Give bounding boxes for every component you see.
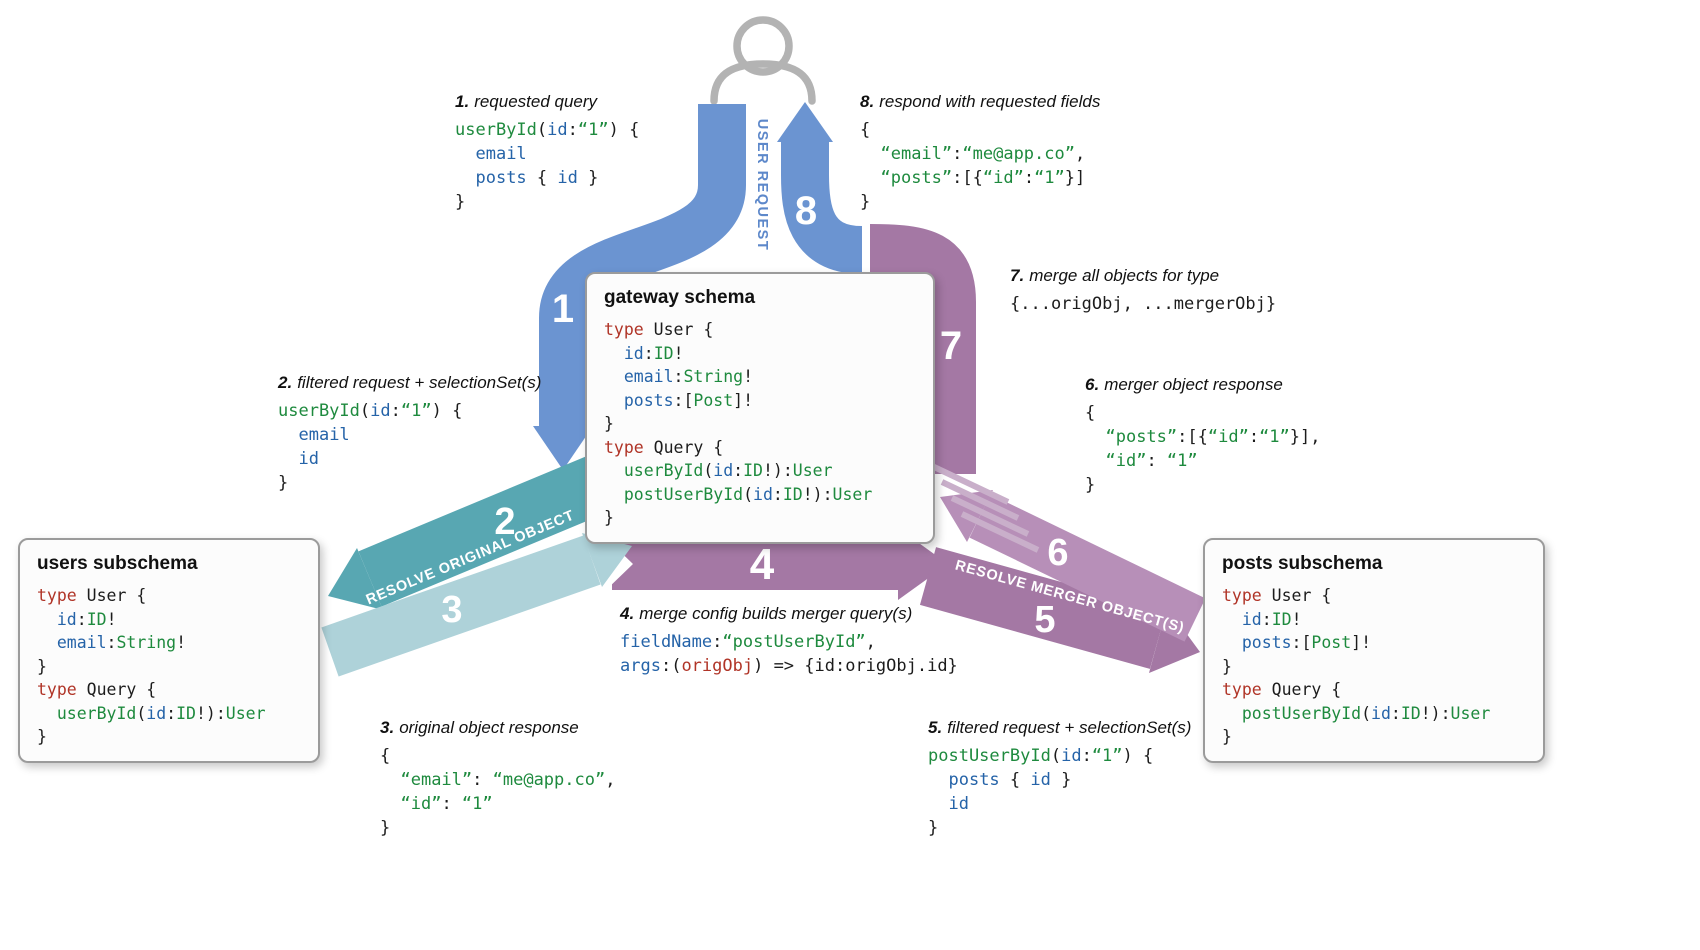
annotation-6-heading: 6.merger object response <box>1085 375 1321 395</box>
annotation-3: 3.original object response { “email”: “m… <box>380 718 615 840</box>
annotation-2-code: userById(id:“1”) { email id} <box>278 401 463 493</box>
gateway-schema-box: gateway schema type User { id:ID! email:… <box>585 272 935 544</box>
annotation-5-code: postUserById(id:“1”) { posts { id } id} <box>928 746 1154 838</box>
annotation-3-title: original object response <box>399 718 579 737</box>
annotation-5: 5.filtered request + selectionSet(s) pos… <box>928 718 1191 840</box>
posts-subschema-box: posts subschema type User { id:ID! posts… <box>1203 538 1545 763</box>
annotation-3-number: 3. <box>380 718 395 737</box>
annotation-6: 6.merger object response { “posts”:[{“id… <box>1085 375 1321 497</box>
annotation-4-heading: 4.merge config builds merger query(s) <box>620 604 958 624</box>
annotation-1-title: requested query <box>474 92 598 111</box>
annotation-1-number: 1. <box>455 92 470 111</box>
annotation-5-number: 5. <box>928 718 943 737</box>
arrow-1-head <box>533 426 593 470</box>
annotation-6-number: 6. <box>1085 375 1100 394</box>
arrow-1-request-down <box>533 104 746 470</box>
posts-subschema-code: type User { id:ID! posts:[Post]!}type Qu… <box>1222 586 1491 746</box>
annotation-6-title: merger object response <box>1104 375 1283 394</box>
annotation-8-code: { “email”:“me@app.co”, “posts”:[{“id”:“1… <box>860 120 1086 212</box>
annotation-7-title: merge all objects for type <box>1029 266 1220 285</box>
arrow-8-head <box>777 102 833 142</box>
gateway-schema-code: type User { id:ID! email:String! posts:[… <box>604 320 873 527</box>
arrow-2-filtered-request <box>328 450 624 610</box>
gateway-schema-title: gateway schema <box>604 287 756 308</box>
arrow-5-filtered-request <box>919 547 1200 673</box>
annotation-5-title: filtered request + selectionSet(s) <box>947 718 1192 737</box>
annotation-7-number: 7. <box>1010 266 1025 285</box>
step-number-6: 6 <box>1047 532 1068 574</box>
arrow-5-head <box>1149 607 1200 673</box>
step-number-4: 4 <box>750 540 775 589</box>
users-subschema-box: users subschema type User { id:ID! email… <box>18 538 320 763</box>
arrow-2-head <box>328 548 383 610</box>
annotation-7-heading: 7.merge all objects for type <box>1010 266 1276 286</box>
step-number-8: 8 <box>795 189 817 233</box>
user-icon <box>710 16 816 105</box>
arrow-3-original-response <box>321 533 632 677</box>
annotation-8-title: respond with requested fields <box>879 92 1101 111</box>
annotation-1: 1.requested query userById(id:“1”) { ema… <box>455 92 639 214</box>
arrow-4-head <box>898 528 948 600</box>
annotation-7-code: {...origObj, ...mergerObj} <box>1010 294 1277 314</box>
annotation-2-number: 2. <box>278 373 293 392</box>
annotation-2-title: filtered request + selectionSet(s) <box>297 373 542 392</box>
arrow-8-response-up <box>777 102 864 274</box>
annotation-1-code: userById(id:“1”) { email posts { id }} <box>455 120 640 212</box>
annotation-6-code: { “posts”:[{“id”:“1”}], “id”: “1”} <box>1085 403 1321 495</box>
annotation-8-heading: 8.respond with requested fields <box>860 92 1100 112</box>
annotation-4: 4.merge config builds merger query(s) fi… <box>620 604 958 678</box>
annotation-5-heading: 5.filtered request + selectionSet(s) <box>928 718 1191 738</box>
annotation-4-number: 4. <box>620 604 635 623</box>
users-subschema-code: type User { id:ID! email:String!}type Qu… <box>37 586 266 746</box>
users-subschema-title: users subschema <box>37 553 198 574</box>
step-number-3: 3 <box>441 589 462 631</box>
annotation-1-heading: 1.requested query <box>455 92 639 112</box>
annotation-8: 8.respond with requested fields { “email… <box>860 92 1100 214</box>
posts-subschema-title: posts subschema <box>1222 553 1383 574</box>
step-number-5: 5 <box>1034 599 1055 641</box>
annotation-4-code: fieldName:“postUserById”,args:(origObj) … <box>620 632 958 676</box>
step-number-7: 7 <box>940 324 962 368</box>
selection-set-lines <box>930 463 1040 553</box>
annotation-7: 7.merge all objects for type {...origObj… <box>1010 266 1276 316</box>
step-number-2: 2 <box>494 501 515 543</box>
arrow-7-merge-path <box>869 224 976 474</box>
arrow-3-head <box>582 533 632 587</box>
step-number-1: 1 <box>552 287 574 331</box>
annotation-4-title: merge config builds merger query(s) <box>639 604 913 623</box>
annotation-3-heading: 3.original object response <box>380 718 615 738</box>
annotation-2: 2.filtered request + selectionSet(s) use… <box>278 373 541 495</box>
annotation-8-number: 8. <box>860 92 875 111</box>
annotation-3-code: { “email”: “me@app.co”, “id”: “1”} <box>380 746 616 838</box>
user-request-label: USER REQUEST <box>754 119 770 251</box>
annotation-2-heading: 2.filtered request + selectionSet(s) <box>278 373 541 393</box>
